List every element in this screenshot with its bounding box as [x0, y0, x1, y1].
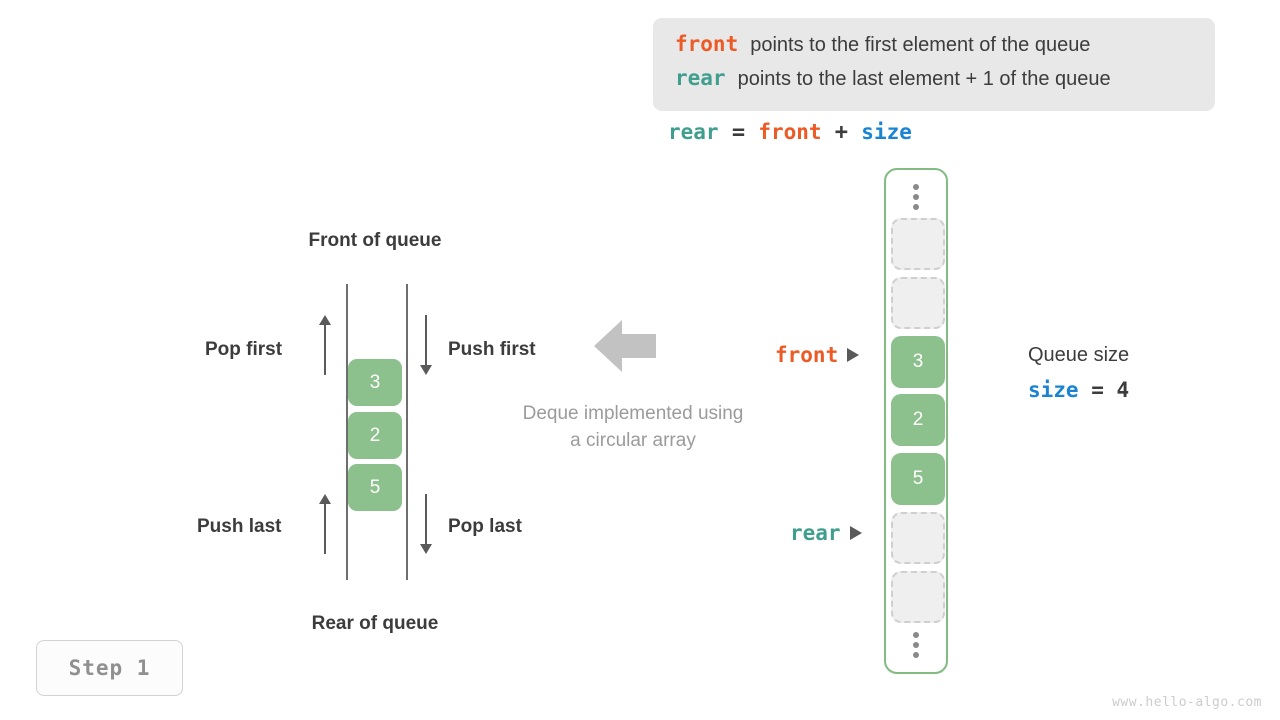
formula-rhs-front: front [758, 120, 822, 144]
rear-of-queue-heading: Rear of queue [311, 613, 439, 634]
keyword-front: front [675, 32, 739, 56]
array-slot-6 [891, 571, 945, 623]
queue-size-value: 4 [1116, 378, 1130, 402]
label-push-first: Push first [448, 339, 536, 360]
deque-channel-line-left [346, 284, 348, 580]
array-slot-2: 3 [891, 336, 945, 388]
queue-size-expression: size = 4 [1028, 374, 1129, 406]
formula-rhs-size: size [861, 120, 912, 144]
arrow-down-icon [419, 494, 433, 556]
arrow-up-icon [318, 315, 332, 377]
queue-size-block: Queue size size = 4 [1028, 340, 1129, 406]
pointer-rear: rear [790, 521, 862, 545]
vertical-ellipsis-icon-bottom [913, 632, 919, 658]
array-slot-3: 2 [891, 394, 945, 446]
deque-cell: 5 [348, 464, 402, 511]
label-push-last: Push last [197, 516, 282, 537]
deque-cell: 2 [348, 412, 402, 459]
label-pop-first: Pop first [205, 339, 283, 360]
caption-line-1: Deque implemented using [522, 403, 744, 424]
keyword-rear: rear [675, 66, 726, 90]
arrow-up-icon [318, 494, 332, 556]
vertical-ellipsis-icon-top [913, 184, 919, 210]
queue-size-title: Queue size [1028, 344, 1130, 366]
deque-channel-line-right [406, 284, 408, 580]
arrow-left-block-icon [594, 320, 656, 372]
array-slot-1 [891, 277, 945, 329]
arrow-right-icon [849, 526, 862, 540]
formula-rear-equals-front-plus-size: rear = front + size [668, 120, 912, 145]
array-slot-0 [891, 218, 945, 270]
array-slot-4: 5 [891, 453, 945, 505]
legend-line-front: front points to the first element of the… [675, 32, 1197, 66]
pointer-front: front [775, 343, 860, 367]
arrow-right-icon [847, 348, 860, 362]
circular-array-container: 3 2 5 [884, 168, 948, 674]
deque-cell: 3 [348, 359, 402, 406]
front-of-queue-heading: Front of queue [308, 230, 442, 251]
arrow-down-icon [419, 315, 433, 377]
step-badge: Step 1 [36, 640, 183, 696]
caption-line-2: a circular array [570, 430, 696, 451]
diagram-caption: Deque implemented using a circular array [483, 400, 783, 454]
pointer-rear-label: rear [790, 521, 841, 545]
label-pop-last: Pop last [448, 516, 522, 537]
pointer-front-label: front [775, 343, 839, 367]
legend-line-rear: rear points to the last element + 1 of t… [675, 66, 1197, 100]
legend-text-rear: points to the last element + 1 of the qu… [737, 68, 1111, 90]
formula-plus: + [834, 120, 849, 145]
legend-box: front points to the first element of the… [653, 18, 1215, 111]
watermark: www.hello-algo.com [1112, 695, 1262, 710]
queue-size-var: size [1028, 378, 1079, 402]
queue-size-equals: = [1091, 378, 1104, 402]
formula-lhs: rear [668, 120, 719, 144]
legend-text-front: points to the first element of the queue [750, 34, 1091, 56]
formula-equals: = [731, 120, 746, 145]
array-slot-5 [891, 512, 945, 564]
